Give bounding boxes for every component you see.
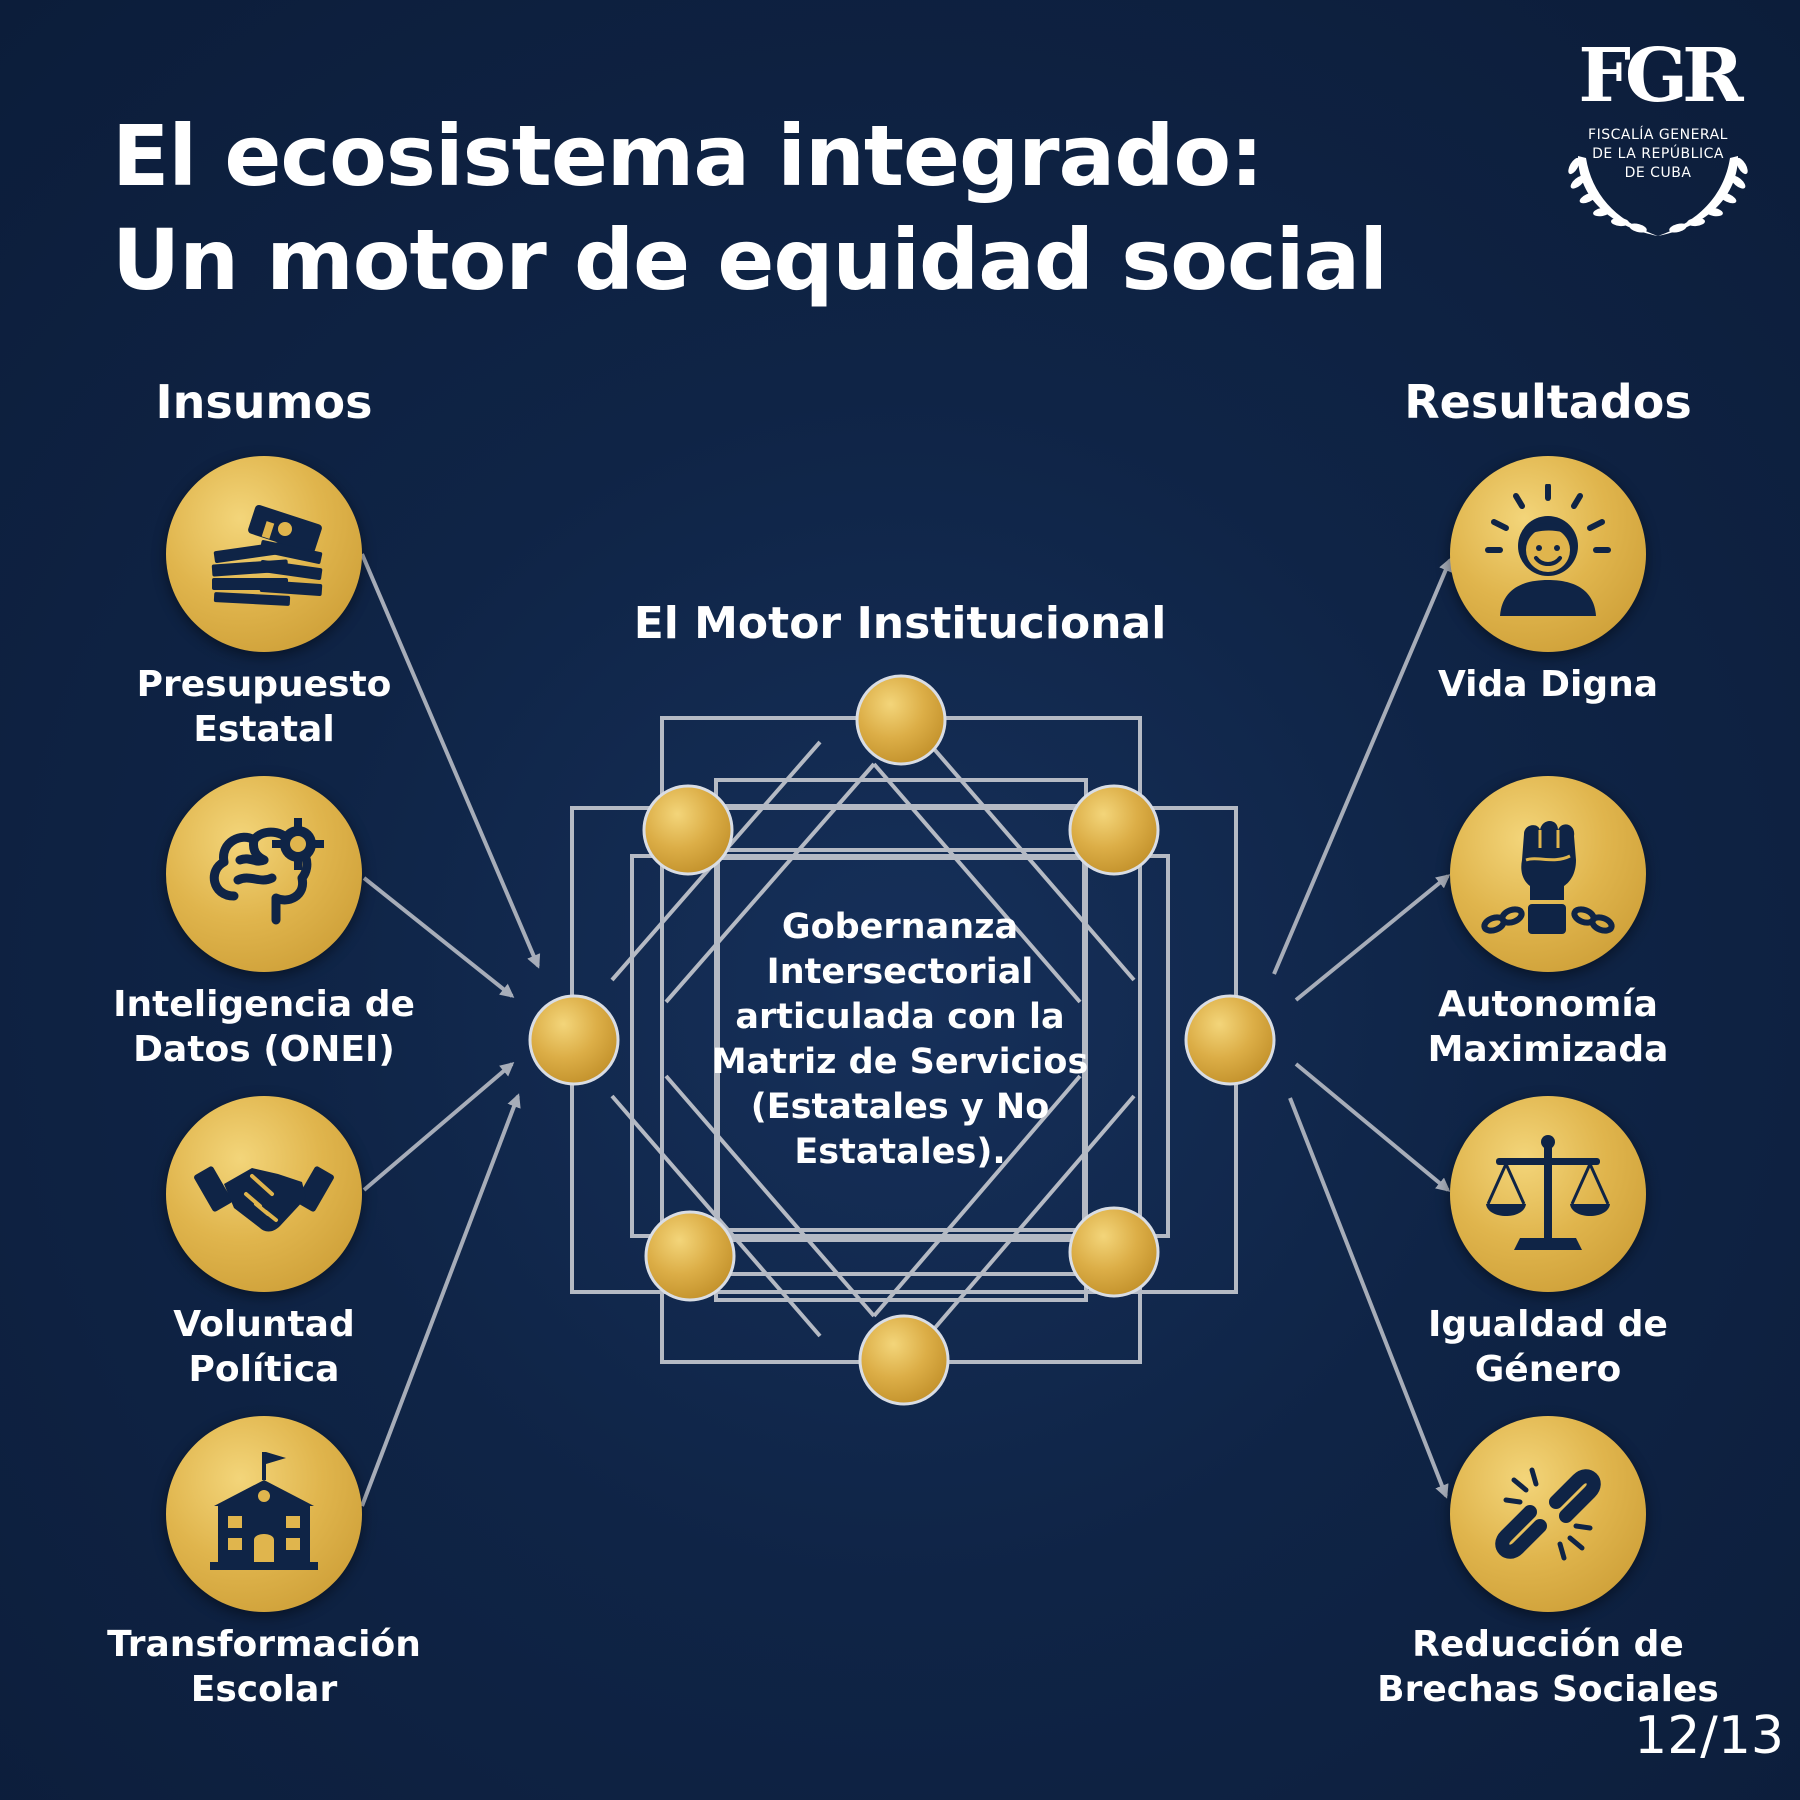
- engine-text-line-2: Intersectorial: [766, 952, 1034, 992]
- output-label-gaps-line-2: Brechas Sociales: [1377, 1669, 1719, 1710]
- engine-text-line-3: articulada con la: [735, 997, 1065, 1037]
- brain-gear-icon: [209, 818, 324, 925]
- input-node-budget: [166, 456, 362, 652]
- output-node-gaps: [1450, 1416, 1646, 1612]
- engine-node-bottom: [858, 1314, 950, 1406]
- school-building-icon: [210, 1452, 318, 1570]
- input-label-will-line-1: Voluntad: [173, 1304, 355, 1345]
- output-label-equality-line-2: Género: [1474, 1349, 1622, 1390]
- logo-text-line-2: DE LA REPÚBLICA: [1592, 146, 1724, 162]
- engine-text-line-4: Matriz de Servicios: [711, 1042, 1089, 1082]
- input-label-will-line-2: Política: [188, 1349, 340, 1390]
- output-node-dignity: [1450, 456, 1646, 652]
- arrow-input-budget: [360, 553, 541, 969]
- fgr-logo: FGR FISCALÍA GENERAL DE LA REPÚBLICA DE …: [1548, 36, 1768, 236]
- input-label-school: Transformación Escolar: [84, 1622, 444, 1712]
- logo-text-line-3: DE CUBA: [1624, 165, 1692, 181]
- output-label-dignity-line-1: Vida Digna: [1437, 664, 1659, 705]
- logo-text: FISCALÍA GENERAL DE LA REPÚBLICA DE CUBA: [1578, 126, 1738, 183]
- output-label-gaps-line-1: Reducción de: [1412, 1624, 1684, 1665]
- output-node-autonomy: [1450, 776, 1646, 972]
- frame-inner-box: [716, 856, 1086, 1242]
- engine-node-bottom-right: [1068, 1206, 1160, 1298]
- bar-horizontal-bottom: [688, 1228, 1110, 1276]
- engine-node-bottom-left: [644, 1210, 736, 1302]
- money-stack-icon: [211, 504, 323, 606]
- laurel-wreath-icon: [1568, 156, 1748, 236]
- input-label-will: Voluntad Política: [84, 1302, 444, 1392]
- output-node-equality: [1450, 1096, 1646, 1292]
- engine-node-right: [1184, 994, 1276, 1086]
- arrow-output-gaps: [1288, 1097, 1449, 1499]
- outputs-heading: Resultados: [1404, 375, 1692, 429]
- bar-diagonal-1: [872, 740, 1136, 1004]
- scales-of-justice-icon: [1486, 1135, 1610, 1250]
- engine-node-left: [528, 994, 620, 1086]
- page-number: 12/13: [1634, 1706, 1784, 1766]
- arrow-output-autonomy: [1294, 874, 1451, 1002]
- bar-horizontal-top: [688, 804, 1110, 852]
- handshake-icon: [194, 1166, 334, 1232]
- title-line-1: El ecosistema integrado:: [112, 107, 1264, 205]
- input-node-data: [166, 776, 362, 972]
- engine-text-line-1: Gobernanza: [781, 907, 1019, 947]
- output-label-dignity: Vida Digna: [1368, 662, 1728, 707]
- output-label-gaps: Reducción de Brechas Sociales: [1368, 1622, 1728, 1712]
- input-label-budget: Presupuesto Estatal: [84, 662, 444, 752]
- smiling-person-icon: [1485, 484, 1611, 616]
- inputs-heading: Insumos: [155, 375, 373, 429]
- engine-description: Gobernanza Intersectorial articulada con…: [700, 905, 1100, 1175]
- engine-node-top-right: [1068, 784, 1160, 876]
- output-label-autonomy: Autonomía Maximizada: [1368, 982, 1728, 1072]
- input-node-will: [166, 1096, 362, 1292]
- output-label-autonomy-line-2: Maximizada: [1427, 1029, 1669, 1070]
- engine-text-line-6: Estatales).: [794, 1132, 1006, 1172]
- arrow-input-school: [360, 1093, 521, 1507]
- title-line-2: Un motor de equidad social: [112, 211, 1388, 309]
- input-node-school: [166, 1416, 362, 1612]
- input-label-data-line-1: Inteligencia de: [113, 984, 415, 1025]
- engine-node-top-left: [642, 784, 734, 876]
- input-label-data: Inteligencia de Datos (ONEI): [84, 982, 444, 1072]
- engine-text-line-5: (Estatales y No: [750, 1087, 1050, 1127]
- arrow-output-equality: [1294, 1062, 1451, 1192]
- input-label-school-line-1: Transformación: [107, 1624, 421, 1665]
- input-label-school-line-2: Escolar: [190, 1669, 338, 1710]
- logo-text-line-1: FISCALÍA GENERAL: [1588, 127, 1728, 143]
- logo-mark: FGR: [1578, 33, 1743, 119]
- engine-heading: El Motor Institucional: [633, 598, 1167, 649]
- input-label-budget-line-1: Presupuesto: [136, 664, 392, 705]
- arrow-input-data: [362, 876, 515, 998]
- engine-node-top: [855, 674, 947, 766]
- output-label-equality-line-1: Igualdad de: [1428, 1304, 1668, 1345]
- broken-link-icon: [1495, 1467, 1601, 1561]
- output-label-autonomy-line-1: Autonomía: [1438, 984, 1658, 1025]
- arrow-output-dignity: [1272, 557, 1453, 975]
- output-label-equality: Igualdad de Género: [1368, 1302, 1728, 1392]
- page-title: El ecosistema integrado: Un motor de equ…: [112, 104, 1388, 312]
- input-label-budget-line-2: Estatal: [193, 709, 335, 750]
- raised-fist-broken-chain-icon: [1481, 821, 1615, 934]
- arrow-input-will: [362, 1062, 515, 1192]
- input-label-data-line-2: Datos (ONEI): [133, 1029, 395, 1070]
